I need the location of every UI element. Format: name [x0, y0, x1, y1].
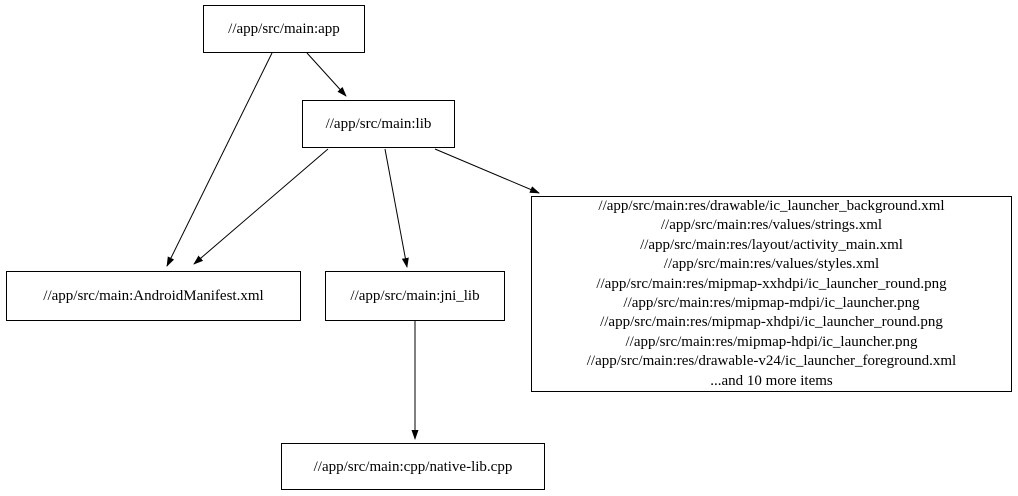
edge-app-to-androidmanifest	[166, 52, 273, 267]
node-app-label: //app/src/main:app	[228, 21, 340, 37]
node-android-manifest-label: //app/src/main:AndroidManifest.xml	[43, 288, 264, 304]
edge-app-to-lib	[306, 52, 347, 97]
node-jni-lib: //app/src/main:jni_lib	[325, 271, 505, 321]
node-res-group: //app/src/main:res/drawable/ic_launcher_…	[531, 196, 1012, 392]
node-res-group-line: //app/src/main:res/mipmap-xxhdpi/ic_laun…	[596, 275, 947, 292]
edge-lib-to-resgroup	[434, 148, 540, 194]
node-res-group-line: //app/src/main:res/drawable-v24/ic_launc…	[586, 353, 957, 370]
node-res-group-line: //app/src/main:res/values/strings.xml	[660, 217, 883, 234]
node-lib-label: //app/src/main:lib	[325, 116, 432, 132]
node-res-group-line: //app/src/main:res/mipmap-hdpi/ic_launch…	[625, 333, 918, 350]
node-android-manifest: //app/src/main:AndroidManifest.xml	[6, 271, 301, 321]
node-res-group-more-items: ...and 10 more items	[710, 372, 833, 389]
node-lib: //app/src/main:lib	[302, 100, 455, 148]
node-res-group-line: //app/src/main:res/mipmap-xhdpi/ic_launc…	[600, 314, 943, 331]
node-res-group-line: //app/src/main:res/mipmap-mdpi/ic_launch…	[623, 295, 920, 311]
node-res-group-line: //app/src/main:res/values/styles.xml	[663, 256, 880, 273]
node-jni-lib-label: //app/src/main:jni_lib	[350, 288, 480, 304]
node-res-group-line: //app/src/main:res/drawable/ic_launcher_…	[598, 197, 945, 214]
edge-lib-to-jnilib	[384, 148, 409, 268]
node-native-lib-cpp: //app/src/main:cpp/native-lib.cpp	[281, 443, 545, 490]
node-app: //app/src/main:app	[203, 5, 365, 53]
node-res-group-line: //app/src/main:res/layout/activity_main.…	[640, 236, 903, 253]
node-native-lib-cpp-label: //app/src/main:cpp/native-lib.cpp	[313, 458, 513, 475]
edge-lib-to-androidmanifest	[193, 148, 329, 265]
